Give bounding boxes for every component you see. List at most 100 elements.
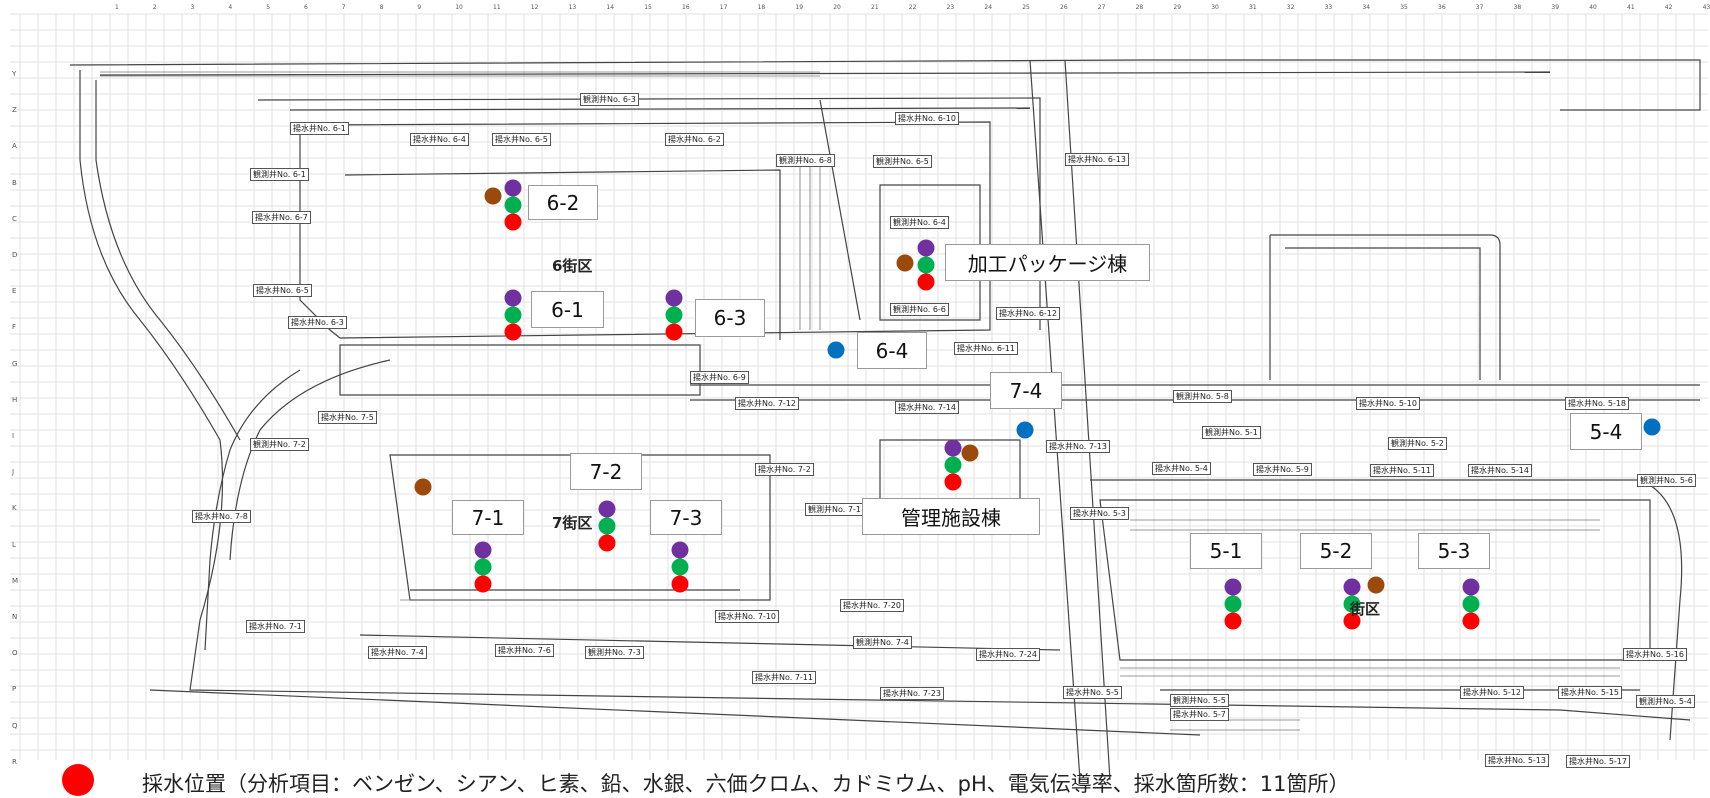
column-number: 21 xyxy=(871,4,879,11)
zone-label-7-3: 7-3 xyxy=(650,500,722,535)
sample-marker-green xyxy=(1224,595,1242,613)
sample-marker-purple xyxy=(671,541,689,559)
sample-marker-purple xyxy=(504,179,522,197)
row-letter: F xyxy=(12,323,17,332)
well-label: 揚水井No. 5-4 xyxy=(1152,462,1211,475)
well-label: 観測井No. 5-6 xyxy=(1637,474,1696,487)
well-label: 揚水井No. 7-4 xyxy=(368,646,427,659)
column-number: 29 xyxy=(1173,4,1182,11)
well-label: 揚水井No. 6-3 xyxy=(288,316,347,329)
sample-marker-brown xyxy=(414,478,432,496)
sample-marker-red xyxy=(504,213,522,231)
well-label: 揚水井No. 7-12 xyxy=(735,397,799,410)
column-number: 8 xyxy=(379,4,384,11)
sample-marker-brown xyxy=(961,444,979,462)
well-label: 揚水井No. 5-9 xyxy=(1253,463,1312,476)
sample-marker-green xyxy=(665,306,683,324)
sample-marker-purple xyxy=(598,500,616,518)
row-letter: D xyxy=(12,251,18,259)
well-label: 観測井No. 7-3 xyxy=(585,646,644,659)
well-label: 揚水井No. 7-2 xyxy=(755,463,814,476)
column-number: 33 xyxy=(1324,4,1333,11)
sample-marker-purple xyxy=(1343,578,1361,596)
well-label: 観測井No. 5-2 xyxy=(1388,437,1447,450)
zone-label-5-3: 5-3 xyxy=(1418,533,1490,569)
well-label: 観測井No. 6-5 xyxy=(873,155,932,168)
sample-marker-purple xyxy=(944,439,962,457)
sample-marker-red xyxy=(665,323,683,341)
column-number: 26 xyxy=(1060,4,1068,11)
row-letter: R xyxy=(12,757,17,766)
well-label: 揚水井No. 7-10 xyxy=(715,610,779,623)
well-label: 揚水井No. 6-7 xyxy=(252,211,311,224)
well-label: 観測井No. 6-3 xyxy=(580,93,639,106)
column-number: 38 xyxy=(1513,4,1522,11)
column-number: 37 xyxy=(1475,4,1484,11)
well-label: 揚水井No. 5-3 xyxy=(1070,507,1129,520)
well-label: 観測井No. 7-4 xyxy=(853,636,912,649)
well-label: 揚水井No. 6-4 xyxy=(410,133,469,146)
row-letter: J xyxy=(12,468,15,477)
well-label: 観測井No. 6-4 xyxy=(890,216,949,229)
zone-label-5-2: 5-2 xyxy=(1300,533,1372,569)
sample-marker-blue xyxy=(1643,418,1661,436)
sample-marker-purple xyxy=(917,239,935,257)
row-letter: Y xyxy=(12,70,17,78)
zone-label-7-4: 7-4 xyxy=(990,372,1062,409)
column-number: 18 xyxy=(757,4,766,11)
column-number: 6 xyxy=(304,4,308,11)
column-number: 32 xyxy=(1286,4,1295,11)
sample-marker-green xyxy=(1343,595,1361,613)
row-letter: A xyxy=(12,142,17,151)
column-number: 1 xyxy=(115,4,119,11)
legend-text: 採水位置（分析項目：ベンゼン、シアン、ヒ素、鉛、水銀、六価クロム、カドミウム、p… xyxy=(142,772,1350,796)
sample-marker-red xyxy=(1343,612,1361,630)
row-letter: I xyxy=(12,432,15,440)
column-number: 16 xyxy=(682,4,690,11)
sample-marker-blue xyxy=(1016,421,1034,439)
well-label: 揚水井No. 5-10 xyxy=(1356,397,1420,410)
sample-marker-red xyxy=(917,273,935,291)
row-letter: Q xyxy=(12,721,18,730)
well-label: 揚水井No. 5-14 xyxy=(1468,464,1532,477)
column-number: 9 xyxy=(417,4,422,11)
well-label: 揚水井No. 7-1 xyxy=(246,620,305,633)
well-label: 揚水井No. 5-15 xyxy=(1558,686,1622,699)
zone-label-6-3: 6-3 xyxy=(695,299,765,337)
well-label: 揚水井No. 6-13 xyxy=(1065,153,1129,166)
well-label: 観測井No. 6-6 xyxy=(890,303,949,316)
well-label: 揚水井No. 6-1 xyxy=(290,122,349,135)
well-label: 観測井No. 5-4 xyxy=(1636,695,1695,708)
sample-marker-purple xyxy=(1224,578,1242,596)
column-number: 43 xyxy=(1702,4,1710,11)
well-label: 揚水井No. 5-13 xyxy=(1485,754,1549,767)
row-letter: C xyxy=(12,214,17,223)
row-letter: N xyxy=(12,613,18,621)
sample-marker-green xyxy=(504,196,522,214)
column-number: 36 xyxy=(1438,4,1446,11)
sample-marker-green xyxy=(504,306,522,324)
column-number: 4 xyxy=(228,4,233,11)
sample-marker-red xyxy=(944,473,962,491)
column-number: 41 xyxy=(1627,4,1635,11)
well-label: 揚水井No. 5-16 xyxy=(1623,648,1687,661)
well-label: 観測井No. 7-2 xyxy=(250,438,309,451)
well-label: 揚水井No. 6-2 xyxy=(665,133,724,146)
sample-marker-green xyxy=(598,517,616,535)
column-number: 3 xyxy=(190,4,195,11)
well-label: 揚水井No. 5-17 xyxy=(1566,755,1630,768)
column-number: 42 xyxy=(1664,4,1673,11)
zone-label-6-1: 6-1 xyxy=(531,291,604,328)
zone-label-7-1: 7-1 xyxy=(452,500,524,535)
well-label: 観測井No. 6-8 xyxy=(776,154,835,167)
well-label: 揚水井No. 6-5 xyxy=(492,133,551,146)
sample-marker-brown xyxy=(896,254,914,272)
column-number: 20 xyxy=(833,4,841,11)
well-label: 揚水井No. 7-24 xyxy=(976,648,1040,661)
column-number: 2 xyxy=(152,4,157,11)
sample-marker-red xyxy=(671,575,689,593)
district-5-label: 街区 xyxy=(1350,600,1381,618)
sampling-markers xyxy=(414,179,1661,630)
column-number: 30 xyxy=(1211,4,1219,11)
